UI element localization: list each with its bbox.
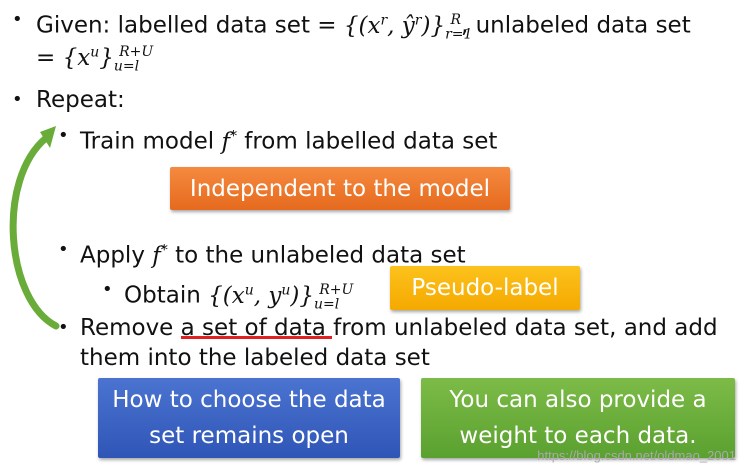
given-middle: , unlabeled data set <box>460 12 691 39</box>
pseudo-label-callout: Pseudo-label <box>390 266 580 310</box>
apply-model-formula: f* <box>152 242 168 269</box>
apply-suffix: to the unlabeled data set <box>167 242 466 269</box>
train-suffix: from labelled data set <box>236 128 498 155</box>
bullet-dot: • <box>12 89 23 110</box>
bullet-dot: • <box>58 317 69 338</box>
given-line-2: = {xu}u=lR+U <box>36 38 153 80</box>
independent-callout: Independent to the model <box>170 167 510 210</box>
remove-line-2: them into the labeled data set <box>80 345 430 371</box>
obtain-formula: {(xu, yu)}u=lR+U <box>208 282 354 313</box>
obtain-line: Obtain {(xu, yu)}u=lR+U <box>124 276 353 318</box>
weight-line1: You can also provide a <box>449 387 707 413</box>
watermark: https://blog.csdn.net/oldmao_2001 <box>537 448 736 463</box>
given-line: Given: labelled data set = {(xr, ŷr)}r=1… <box>36 6 691 48</box>
weight-line2: weight to each data. <box>459 423 697 449</box>
weight-callout: You can also provide a weight to each da… <box>421 378 735 458</box>
how-to-choose-line1: How to choose the data <box>112 387 386 413</box>
train-line: Train model f* from labelled data set <box>80 122 497 156</box>
apply-line: Apply f* to the unlabeled data set <box>80 236 466 270</box>
red-underline <box>181 336 332 339</box>
remove-line: Remove a set of data from unlabeled data… <box>80 314 718 342</box>
train-prefix: Train model <box>80 128 222 155</box>
apply-prefix: Apply <box>80 242 153 269</box>
bullet-dot: • <box>12 9 23 30</box>
bullet-dot: • <box>102 279 113 300</box>
how-to-choose-callout: How to choose the data set remains open <box>98 378 400 458</box>
pseudo-label-text: Pseudo-label <box>411 275 559 301</box>
given-prefix: Given: labelled data set = <box>36 12 344 39</box>
labelled-set-formula: {(xr, ŷr)}r=1R <box>343 12 473 43</box>
remove-after: from unlabeled data set, and add <box>325 315 718 341</box>
remove-before: Remove <box>80 315 181 341</box>
bullet-dot: • <box>58 125 69 146</box>
bullet-dot: • <box>58 239 69 260</box>
independent-text: Independent to the model <box>189 175 491 202</box>
repeat-label: Repeat: <box>36 87 125 113</box>
obtain-prefix: Obtain <box>124 282 209 309</box>
train-model-formula: f* <box>221 128 237 155</box>
how-to-choose-line2: set remains open <box>149 423 349 449</box>
unlabeled-set-formula: = {xu}u=lR+U <box>36 44 154 75</box>
